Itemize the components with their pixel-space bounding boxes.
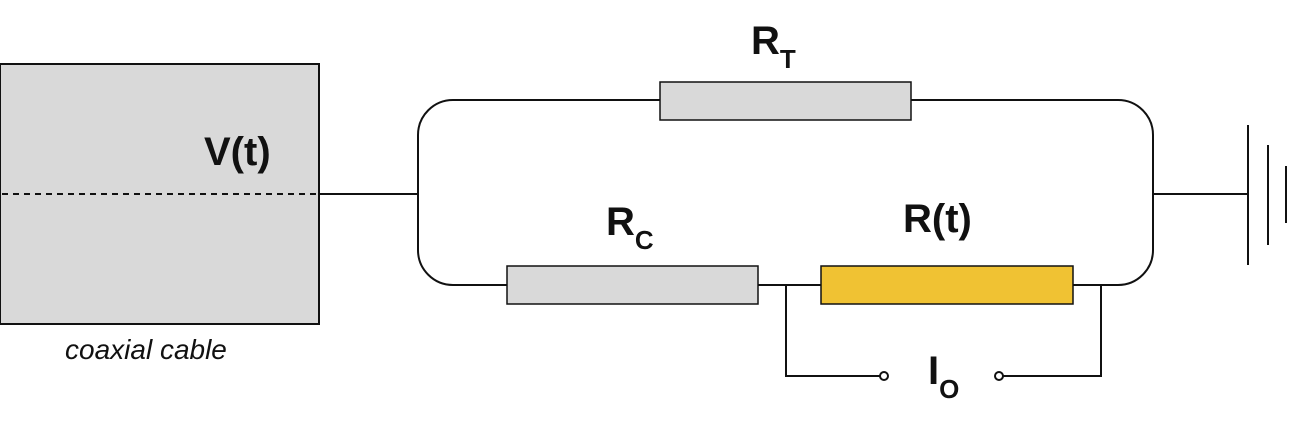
terminal-node-icon	[994, 371, 1004, 381]
terminal-node-icon	[879, 371, 889, 381]
sample-resistor-label: R(t)	[903, 197, 972, 241]
series-resistor-label: RC	[606, 200, 654, 255]
sample-resistor	[820, 265, 1074, 305]
current-probe-right-lead	[1003, 285, 1102, 377]
source-voltage-label: V(t)	[204, 130, 271, 174]
ground-icon	[1247, 125, 1287, 265]
current-label: IO	[928, 349, 959, 404]
termination-resistor-label: RT	[751, 19, 796, 74]
termination-resistor	[659, 81, 912, 121]
current-probe-left-lead	[785, 285, 880, 377]
series-resistor	[506, 265, 759, 305]
parallel-loop	[417, 99, 1154, 286]
cable-caption: coaxial cable	[65, 334, 227, 365]
